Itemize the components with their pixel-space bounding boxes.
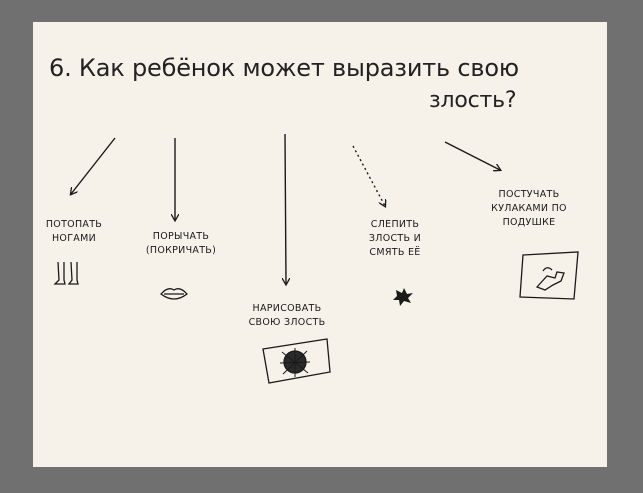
growl-label: порычать (покричать): [145, 231, 217, 256]
mouth-icon: [160, 288, 188, 300]
arrow-to-sculpt: [352, 145, 385, 206]
title-line-1: 6. Как ребёнок может выразить свою: [49, 54, 519, 82]
punch-label: постучать кулаками по подушке: [491, 189, 567, 228]
sculpt-label: слепить злость и смять её: [368, 219, 422, 258]
title-line-2: злость?: [429, 88, 517, 113]
crumpled-blob-icon: [393, 288, 413, 306]
arrow-to-stomp: [71, 137, 116, 194]
draw-label: нарисовать свою злость: [248, 303, 326, 328]
arrow-to-draw: [285, 133, 286, 284]
angry-drawing-icon: [262, 338, 331, 384]
arrow-to-punch: [444, 141, 500, 170]
diagram-canvas: [53, 133, 579, 384]
feet-icon: [53, 261, 79, 285]
paper-sheet: 6. Как ребёнок может выразить свою злост…: [33, 22, 607, 467]
fist-pillow-icon: [519, 251, 579, 300]
stomp-label: потопать ногами: [45, 219, 103, 244]
